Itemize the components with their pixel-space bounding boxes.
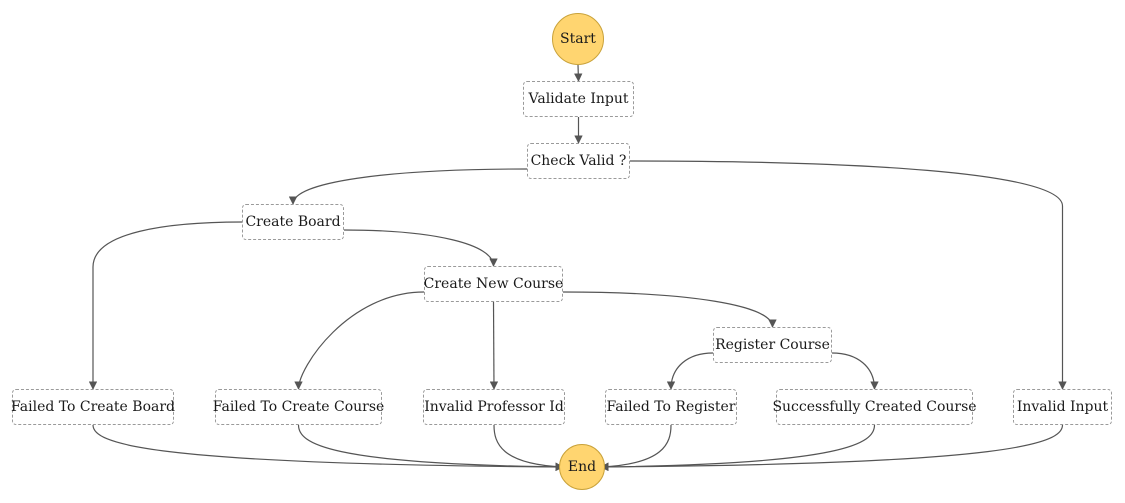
edge-create-new-course-to-failed-to-create-course [294,291,425,390]
edge-invalid-input-to-end [600,424,1064,472]
start-label: Start [560,31,596,47]
edge-failed-to-create-course-to-end [297,424,564,472]
edge-start-to-validate-input [574,64,583,82]
failed-to-create-course-label: Failed To Create Course [212,399,385,415]
edge-failed-to-create-board-to-end [92,424,564,472]
edge-failed-to-register-to-end [600,424,672,471]
validate-input-node[interactable]: Validate Input [523,81,634,117]
create-new-course-node[interactable]: Create New Course [424,266,563,302]
edge-create-new-course-to-register-course [562,291,777,328]
edge-invalid-professor-id-to-end [493,424,564,471]
start-node[interactable]: Start [552,13,604,65]
edge-register-course-to-successfully-created-course [831,352,879,390]
edge-create-new-course-to-invalid-professor-id [489,301,499,390]
edge-create-board-to-create-new-course [343,229,498,267]
failed-to-register-label: Failed To Register [606,399,736,415]
register-course-label: Register Course [715,337,830,353]
successfully-created-course-node[interactable]: Successfully Created Course [772,389,977,425]
invalid-input-node[interactable]: Invalid Input [1013,389,1112,425]
invalid-input-label: Invalid Input [1016,399,1109,415]
create-new-course-label: Create New Course [423,276,564,292]
edge-successfully-created-course-to-end [600,424,876,472]
edge-check-valid-to-create-board [288,168,528,205]
failed-to-create-board-node[interactable]: Failed To Create Board [11,389,176,425]
validate-input-label: Validate Input [528,91,629,107]
create-board-node[interactable]: Create Board [242,204,344,240]
invalid-professor-id-node[interactable]: Invalid Professor Id [423,389,565,425]
failed-to-register-node[interactable]: Failed To Register [605,389,737,425]
edge-check-valid-to-invalid-input [629,160,1067,390]
edge-create-board-to-failed-to-create-board [88,221,243,390]
register-course-node[interactable]: Register Course [713,327,832,363]
create-board-label: Create Board [245,214,341,230]
successfully-created-course-label: Successfully Created Course [772,399,977,415]
end-node[interactable]: End [559,444,605,490]
failed-to-create-board-label: Failed To Create Board [11,399,176,415]
check-valid-label: Check Valid ? [530,153,627,169]
end-label: End [567,459,597,475]
failed-to-create-course-node[interactable]: Failed To Create Course [212,389,385,425]
edge-register-course-to-failed-to-register [666,352,714,390]
check-valid-node[interactable]: Check Valid ? [527,143,630,179]
invalid-professor-id-label: Invalid Professor Id [424,399,564,415]
